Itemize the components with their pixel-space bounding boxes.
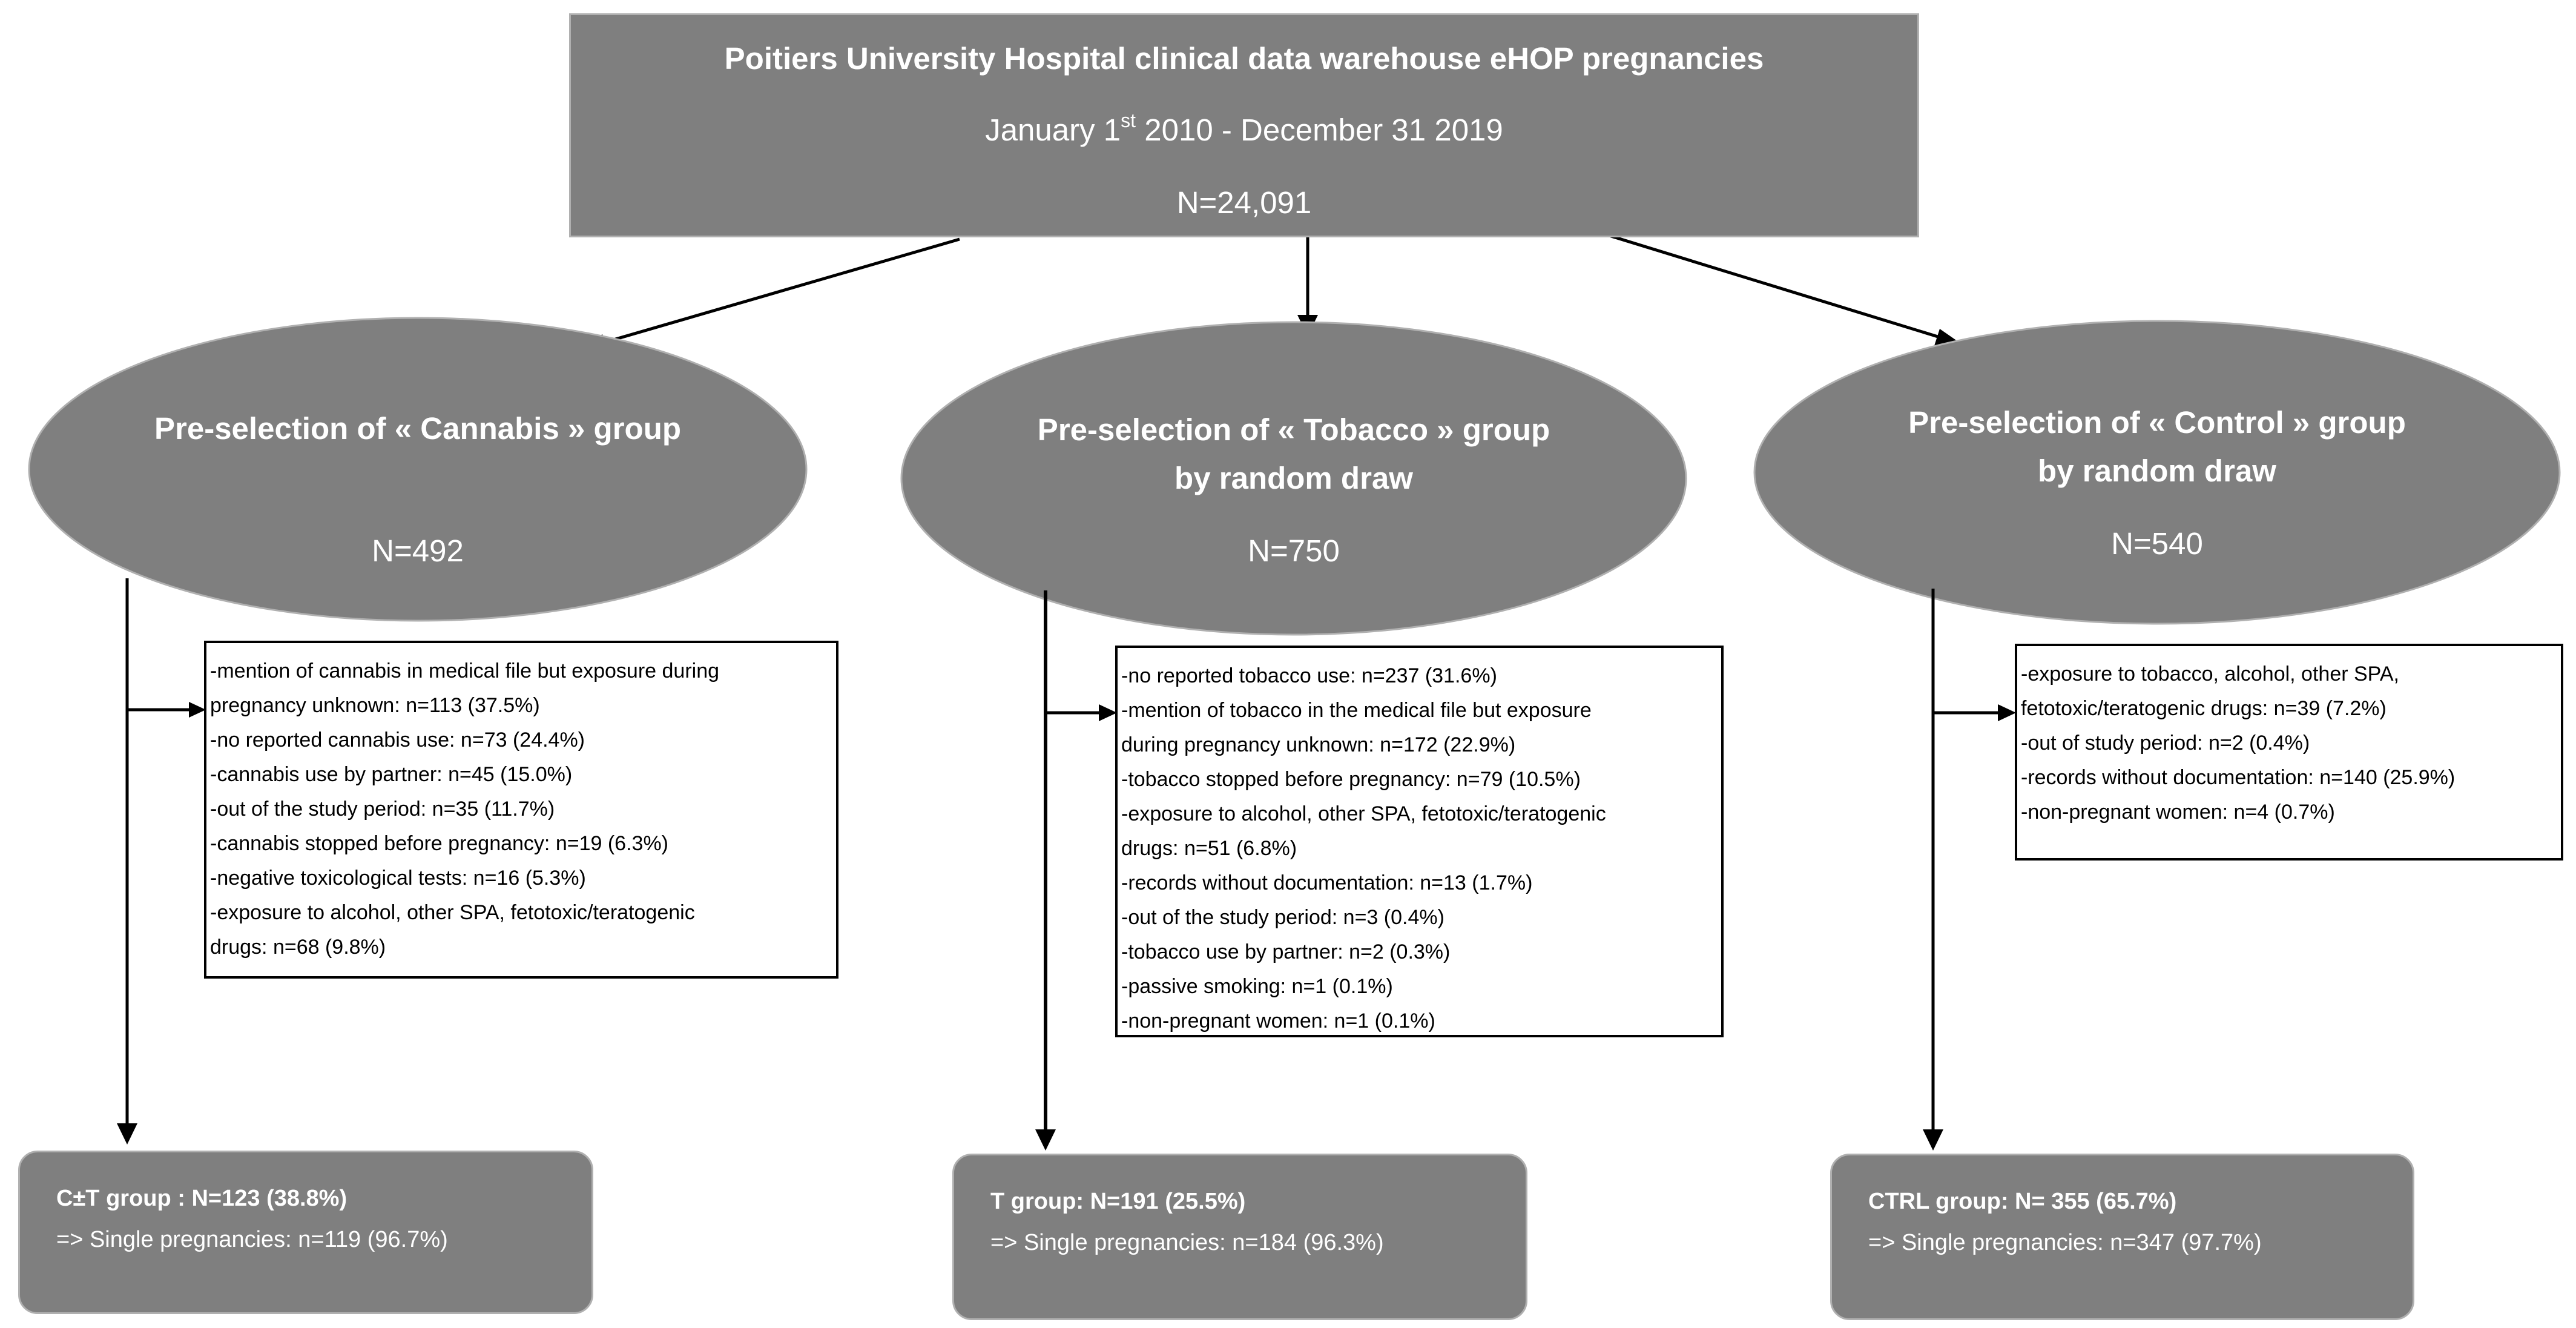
exclusion-line: -mention of cannabis in medical file but… (210, 659, 720, 682)
exclusion-line: -mention of tobacco in the medical file … (1121, 699, 1592, 722)
oval-control (1753, 320, 2561, 625)
exclusion-line: drugs: n=68 (9.8%) (210, 936, 386, 959)
source-title: Poitiers University Hospital clinical da… (724, 41, 1764, 76)
cannabis-result-single: => Single pregnancies: n=119 (96.7%) (56, 1227, 448, 1252)
date-prefix: January 1 (985, 113, 1121, 147)
exclusion-line: -out of the study period: n=35 (11.7%) (210, 798, 555, 821)
control-title-line2: by random draw (2038, 454, 2276, 488)
exclusion-line: -cannabis stopped before pregnancy: n=19… (210, 832, 668, 855)
oval-tobacco (900, 321, 1687, 636)
cannabis-title-line1: Pre-selection of « Cannabis » group (154, 411, 681, 446)
exclusion-line: pregnancy unknown: n=113 (37.5%) (210, 694, 540, 717)
arrow-to-control (1601, 231, 1962, 346)
exclusion-line: -non-pregnant women: n=1 (0.1%) (1121, 1009, 1435, 1032)
tobacco-title-line2: by random draw (1174, 461, 1413, 495)
date-superscript: st (1121, 110, 1136, 131)
tobacco-result-count: T group: N=191 (25.5%) (990, 1189, 1246, 1214)
exclusion-line: -out of study period: n=2 (0.4%) (2021, 732, 2310, 755)
cannabis-result-box: C±T group : N=123 (38.8%) => Single preg… (18, 1151, 593, 1314)
exclusion-line: -records without documentation: n=13 (1.… (1121, 871, 1533, 894)
exclusion-line: -exposure to tobacco, alcohol, other SPA… (2021, 662, 2399, 685)
control-title-line1: Pre-selection of « Control » group (1908, 405, 2406, 440)
date-suffix: 2010 - December 31 2019 (1136, 113, 1503, 147)
arrowhead-control-result (1923, 1129, 1943, 1151)
tobacco-result-single: => Single pregnancies: n=184 (96.3%) (990, 1230, 1384, 1255)
control-result-count: CTRL group: N= 355 (65.7%) (1868, 1189, 2177, 1214)
cannabis-group-title: Pre-selection of « Cannabis » group (91, 405, 745, 453)
tobacco-title-line1: Pre-selection of « Tobacco » group (1037, 412, 1550, 447)
exclusion-line: -no reported tobacco use: n=237 (31.6%) (1121, 664, 1497, 687)
exclusion-line: -no reported cannabis use: n=73 (24.4%) (210, 728, 585, 752)
control-group-n: N=540 (2111, 526, 2203, 561)
exclusion-line: -passive smoking: n=1 (0.1%) (1121, 975, 1393, 998)
exclusion-line: -exposure to alcohol, other SPA, fetotox… (1121, 802, 1606, 825)
exclusion-line: -tobacco stopped before pregnancy: n=79 … (1121, 768, 1581, 791)
arrowhead-tobacco-excl (1099, 704, 1117, 721)
tobacco-exclusion-box: -no reported tobacco use: n=237 (31.6%) … (1115, 646, 1724, 1037)
control-result-box: CTRL group: N= 355 (65.7%) => Single pre… (1830, 1154, 2414, 1320)
cannabis-result-count: C±T group : N=123 (38.8%) (56, 1186, 348, 1211)
control-exclusion-box: -exposure to tobacco, alcohol, other SPA… (2015, 644, 2563, 861)
control-group-title: Pre-selection of « Control » group by ra… (1830, 398, 2484, 495)
exclusion-line: fetotoxic/teratogenic drugs: n=39 (7.2%) (2021, 697, 2387, 720)
cannabis-group-n: N=492 (372, 534, 464, 568)
exclusion-line: drugs: n=51 (6.8%) (1121, 837, 1297, 860)
arrowhead-tobacco-result (1035, 1129, 1056, 1151)
cannabis-exclusion-box: -mention of cannabis in medical file but… (204, 641, 838, 979)
exclusion-line: -tobacco use by partner: n=2 (0.3%) (1121, 940, 1451, 963)
tobacco-group-n: N=750 (1248, 534, 1340, 568)
exclusion-line: -out of the study period: n=3 (0.4%) (1121, 906, 1444, 929)
exclusion-line: -non-pregnant women: n=4 (0.7%) (2021, 801, 2335, 824)
arrow-to-cannabis (578, 237, 960, 352)
exclusion-line: -records without documentation: n=140 (2… (2021, 766, 2456, 789)
exclusion-line: during pregnancy unknown: n=172 (22.9%) (1121, 733, 1516, 756)
arrowhead-cannabis-result (117, 1123, 137, 1145)
exclusion-line: -cannabis use by partner: n=45 (15.0%) (210, 763, 573, 786)
tobacco-group-title: Pre-selection of « Tobacco » group by ra… (967, 406, 1621, 503)
control-result-single: => Single pregnancies: n=347 (97.7%) (1868, 1230, 2262, 1255)
source-box: Poitiers University Hospital clinical da… (569, 13, 1919, 237)
arrowhead-control-excl (1998, 704, 2016, 721)
exclusion-line: -negative toxicological tests: n=16 (5.3… (210, 867, 586, 890)
tobacco-result-box: T group: N=191 (25.5%) => Single pregnan… (952, 1154, 1527, 1320)
oval-cannabis (28, 317, 808, 622)
arrowhead-cannabis-excl (189, 702, 206, 718)
source-date-range: January 1st 2010 - December 31 2019 (571, 110, 1917, 148)
exclusion-line: -exposure to alcohol, other SPA, fetotox… (210, 901, 695, 924)
source-n: N=24,091 (1176, 185, 1312, 220)
